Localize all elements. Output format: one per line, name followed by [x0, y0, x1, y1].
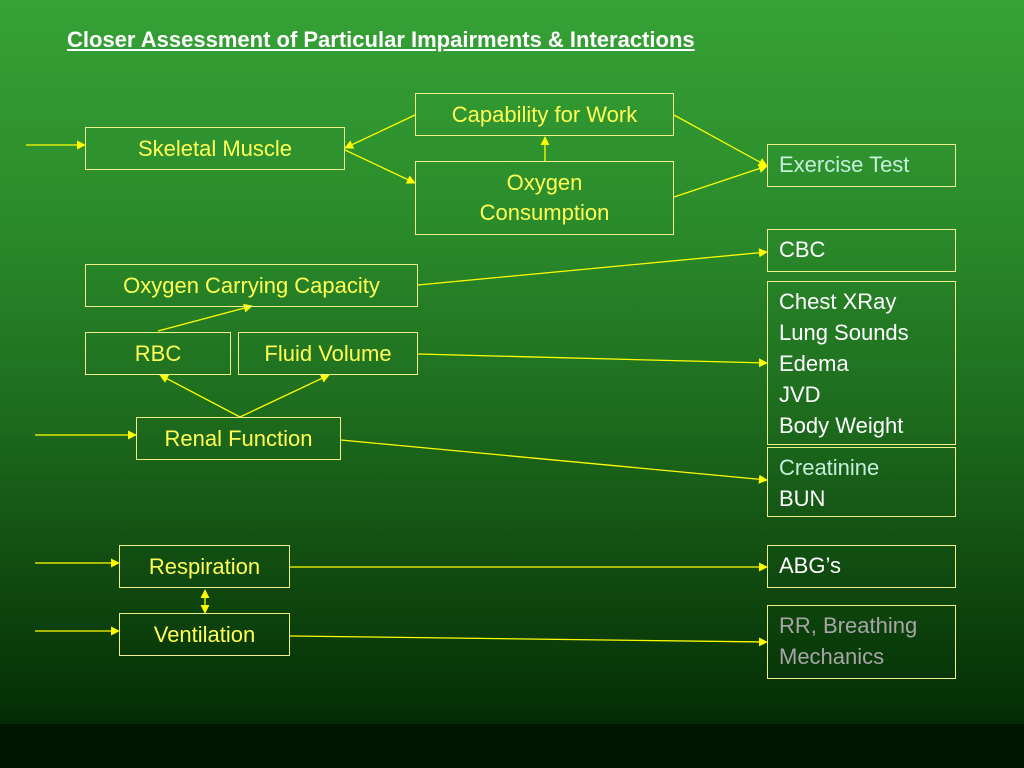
creatinine-label: Creatinine: [779, 455, 880, 480]
exercise-test-label: Exercise Test: [779, 152, 910, 177]
arrow-oxygen-exercise: [673, 164, 768, 198]
oxygen-consumption-label-line-1: Oxygen: [506, 170, 583, 195]
arrow-skeletal-capability: [344, 114, 416, 149]
capability-for-work-box: Capability for Work: [415, 93, 674, 136]
ventilation-label: Ventilation: [153, 621, 256, 647]
renal-function-label: Renal Function: [164, 425, 313, 451]
body-weight-label: Body Weight: [779, 413, 904, 438]
rr-breathing-label-line-1: RR, Breathing: [779, 613, 918, 638]
jvd-label: JVD: [779, 382, 821, 407]
arrow-ventilation-rr: [289, 635, 768, 647]
abg-label: ABG’s: [779, 553, 841, 578]
clinical-signs-box: Chest XRay Lung Sounds Edema JVD Body We…: [767, 281, 956, 445]
chest-xray-label: Chest XRay: [779, 289, 897, 314]
skeletal-muscle-label: Skeletal Muscle: [137, 135, 293, 161]
arrow-carrying-cbc: [417, 248, 768, 286]
edema-label: Edema: [779, 351, 849, 376]
arrow-renal-rbc: [159, 374, 241, 418]
cbc-box: CBC: [767, 229, 956, 272]
respiration-box: Respiration: [119, 545, 290, 588]
oxygen-consumption-label-line-2: Consumption: [479, 200, 610, 225]
capability-for-work-label: Capability for Work: [451, 101, 638, 127]
ventilation-box: Ventilation: [119, 613, 290, 656]
rbc-box: RBC: [85, 332, 231, 375]
arrow-renal-creatinine: [340, 439, 768, 484]
lung-sounds-label: Lung Sounds: [779, 320, 909, 345]
rr-breathing-box: RR, Breathing Mechanics: [767, 605, 956, 679]
fluid-volume-box: Fluid Volume: [238, 332, 418, 375]
creatinine-bun-box: Creatinine BUN: [767, 447, 956, 517]
page-title: Closer Assessment of Particular Impairme…: [67, 27, 695, 52]
oxygen-consumption-box: Oxygen Consumption: [415, 161, 674, 235]
rbc-label: RBC: [134, 340, 182, 366]
renal-function-box: Renal Function: [136, 417, 341, 460]
arrow-skeletal-oxygen: [344, 149, 416, 184]
arrow-fluid-chest: [417, 353, 768, 368]
arrow-renal-fluid: [239, 374, 330, 418]
rr-breathing-label-line-2: Mechanics: [779, 644, 885, 669]
abg-box: ABG’s: [767, 545, 956, 588]
arrow-rbc-carrying: [157, 303, 253, 332]
cbc-label: CBC: [779, 237, 826, 262]
bottom-band: [0, 724, 1024, 768]
respiration-label: Respiration: [148, 553, 261, 579]
exercise-test-box: Exercise Test: [767, 144, 956, 187]
oxygen-carrying-capacity-box: Oxygen Carrying Capacity: [85, 264, 418, 307]
arrow-capability-exercise: [673, 114, 768, 167]
skeletal-muscle-box: Skeletal Muscle: [85, 127, 345, 170]
fluid-volume-label: Fluid Volume: [264, 340, 392, 366]
bun-label: BUN: [779, 486, 826, 511]
oxygen-carrying-capacity-label: Oxygen Carrying Capacity: [123, 272, 380, 298]
